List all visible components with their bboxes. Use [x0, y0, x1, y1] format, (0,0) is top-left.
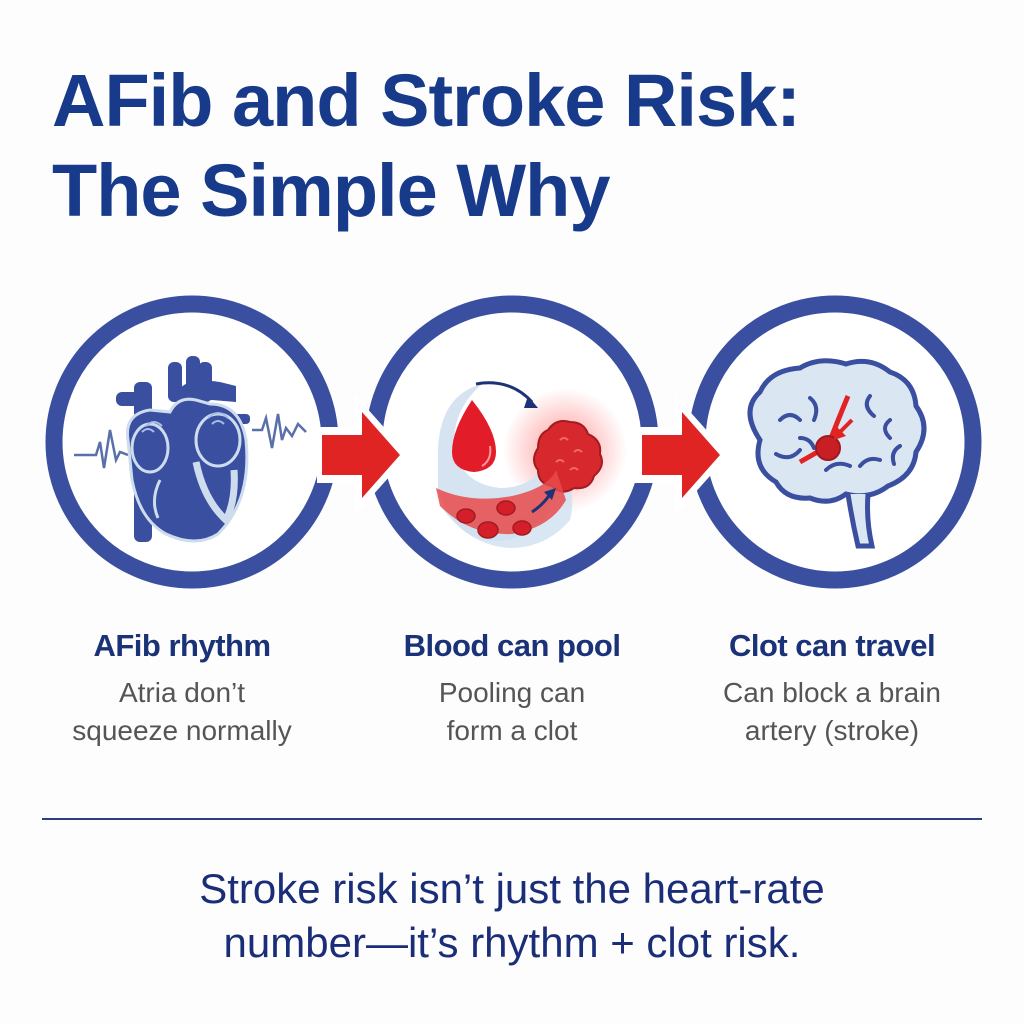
arrow-right-icon [317, 394, 409, 516]
step-3-label: Clot can travel [728, 628, 936, 663]
step-3-description: Can block a brain artery (stroke) [672, 674, 992, 750]
step-2-desc-line-2: form a clot [446, 715, 578, 746]
step-1-desc-line-1: Atria don’t [118, 677, 246, 708]
step-2-label: Blood can pool [403, 628, 621, 663]
footer-line-1: Stroke risk isn’t just the heart-rate [199, 865, 825, 912]
divider [42, 818, 982, 820]
step-1: AFib rhythm Atria don’t squeeze normally [22, 628, 342, 750]
brain-icon [747, 358, 927, 549]
step-1-label: AFib rhythm [93, 628, 271, 663]
heart-icon [74, 356, 307, 543]
footer-message: Stroke risk isn’t just the heart-rate nu… [0, 862, 1024, 970]
process-diagram [0, 290, 1024, 610]
step-1-desc-line-2: squeeze normally [72, 715, 292, 746]
step-3-desc-line-2: artery (stroke) [744, 715, 920, 746]
footer-line-2: number—it’s rhythm + clot risk. [223, 919, 801, 966]
arrow-right-icon [635, 394, 729, 516]
title-line-1: AFib and Stroke Risk: [52, 59, 801, 142]
step-1-description: Atria don’t squeeze normally [22, 674, 342, 750]
step-3-desc-line-1: Can block a brain [723, 677, 941, 708]
step-2-desc-line-1: Pooling can [438, 677, 586, 708]
page-title: AFib and Stroke Risk: The Simple Why [52, 56, 801, 236]
step-3: Clot can travel Can block a brain artery… [672, 628, 992, 750]
blood-clot-icon [436, 381, 627, 548]
step-2-description: Pooling can form a clot [352, 674, 672, 750]
title-line-2: The Simple Why [52, 149, 611, 232]
step-2: Blood can pool Pooling can form a clot [352, 628, 672, 750]
